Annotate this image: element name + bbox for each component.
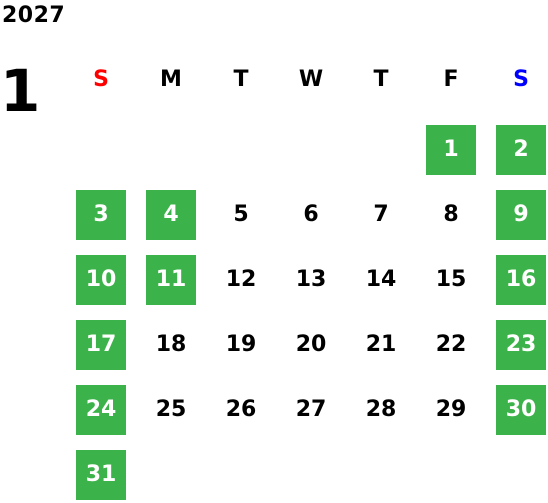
calendar-day[interactable]: 21 (365, 332, 397, 357)
calendar-day[interactable]: 20 (295, 332, 327, 357)
calendar-day-highlighted[interactable]: 9 (496, 190, 546, 240)
calendar-day[interactable]: 12 (225, 267, 257, 292)
calendar-day-highlighted[interactable]: 31 (76, 450, 126, 500)
calendar-day[interactable]: 18 (155, 332, 187, 357)
calendar-day[interactable]: 27 (295, 397, 327, 422)
calendar-day[interactable]: 15 (435, 267, 467, 292)
calendar-day[interactable]: 22 (435, 332, 467, 357)
calendar-day-highlighted[interactable]: 1 (426, 125, 476, 175)
calendar-day-highlighted[interactable]: 2 (496, 125, 546, 175)
weekday-label: M (160, 67, 182, 92)
weekday-label: T (233, 67, 249, 92)
calendar-day-highlighted[interactable]: 4 (146, 190, 196, 240)
calendar-day-highlighted[interactable]: 16 (496, 255, 546, 305)
weekday-label: S (513, 67, 529, 92)
calendar-day-highlighted[interactable]: 24 (76, 385, 126, 435)
calendar-day[interactable]: 14 (365, 267, 397, 292)
calendar-day[interactable]: 29 (435, 397, 467, 422)
calendar-day[interactable]: 7 (373, 202, 389, 227)
calendar-day-highlighted[interactable]: 10 (76, 255, 126, 305)
calendar-year: 2027 (2, 3, 66, 28)
calendar-month-number: 1 (0, 57, 41, 125)
calendar-day-highlighted[interactable]: 11 (146, 255, 196, 305)
calendar-day[interactable]: 5 (233, 202, 249, 227)
weekday-label: T (373, 67, 389, 92)
calendar-day-highlighted[interactable]: 3 (76, 190, 126, 240)
calendar-day-highlighted[interactable]: 17 (76, 320, 126, 370)
weekday-label: F (443, 67, 459, 92)
calendar-day[interactable]: 19 (225, 332, 257, 357)
calendar-day[interactable]: 6 (303, 202, 319, 227)
weekday-label: S (93, 67, 109, 92)
calendar-day[interactable]: 26 (225, 397, 257, 422)
weekday-label: W (298, 67, 324, 92)
calendar-day[interactable]: 28 (365, 397, 397, 422)
calendar-day[interactable]: 13 (295, 267, 327, 292)
calendar-day[interactable]: 8 (443, 202, 459, 227)
calendar-day-highlighted[interactable]: 23 (496, 320, 546, 370)
calendar-day[interactable]: 25 (155, 397, 187, 422)
calendar-day-highlighted[interactable]: 30 (496, 385, 546, 435)
